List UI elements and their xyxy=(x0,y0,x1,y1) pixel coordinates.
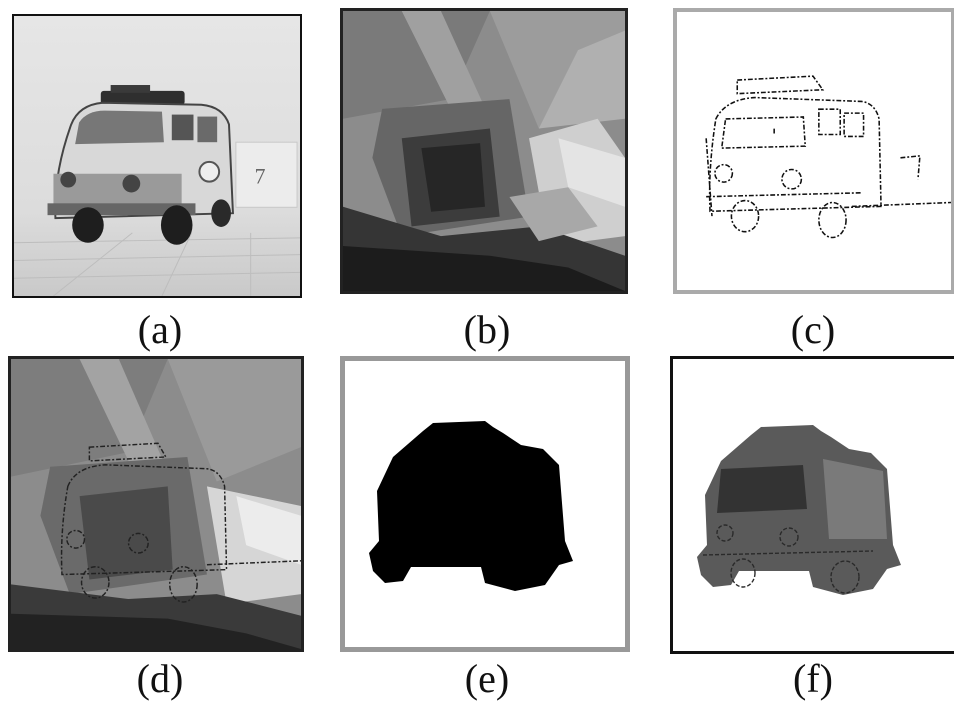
panel-b-segmentation xyxy=(340,8,628,294)
segmented-regions xyxy=(343,11,625,291)
van-photo: 7 xyxy=(14,16,300,296)
mask-shape xyxy=(369,421,573,591)
overlay-image xyxy=(11,359,301,649)
panel-e-binary-mask xyxy=(340,356,630,652)
panel-c-edge-map xyxy=(673,8,954,294)
edge-lines xyxy=(677,12,951,290)
van-silhouette-mask xyxy=(345,361,625,647)
caption-b: (b) xyxy=(463,307,511,352)
caption-f: (f) xyxy=(793,656,833,701)
caption-c: (c) xyxy=(790,307,836,352)
extracted-van xyxy=(673,359,954,651)
caption-d: (d) xyxy=(136,656,184,701)
panel-d-overlay xyxy=(8,356,304,652)
number-card-text: 7 xyxy=(255,165,266,189)
panel-f-extracted-object xyxy=(670,356,954,654)
toy-van xyxy=(47,85,234,245)
panel-a-original-photo: 7 xyxy=(12,14,302,298)
caption-a: (a) xyxy=(137,307,183,352)
caption-e: (e) xyxy=(464,656,510,701)
floor-planks xyxy=(14,232,300,296)
number-card xyxy=(235,141,298,208)
